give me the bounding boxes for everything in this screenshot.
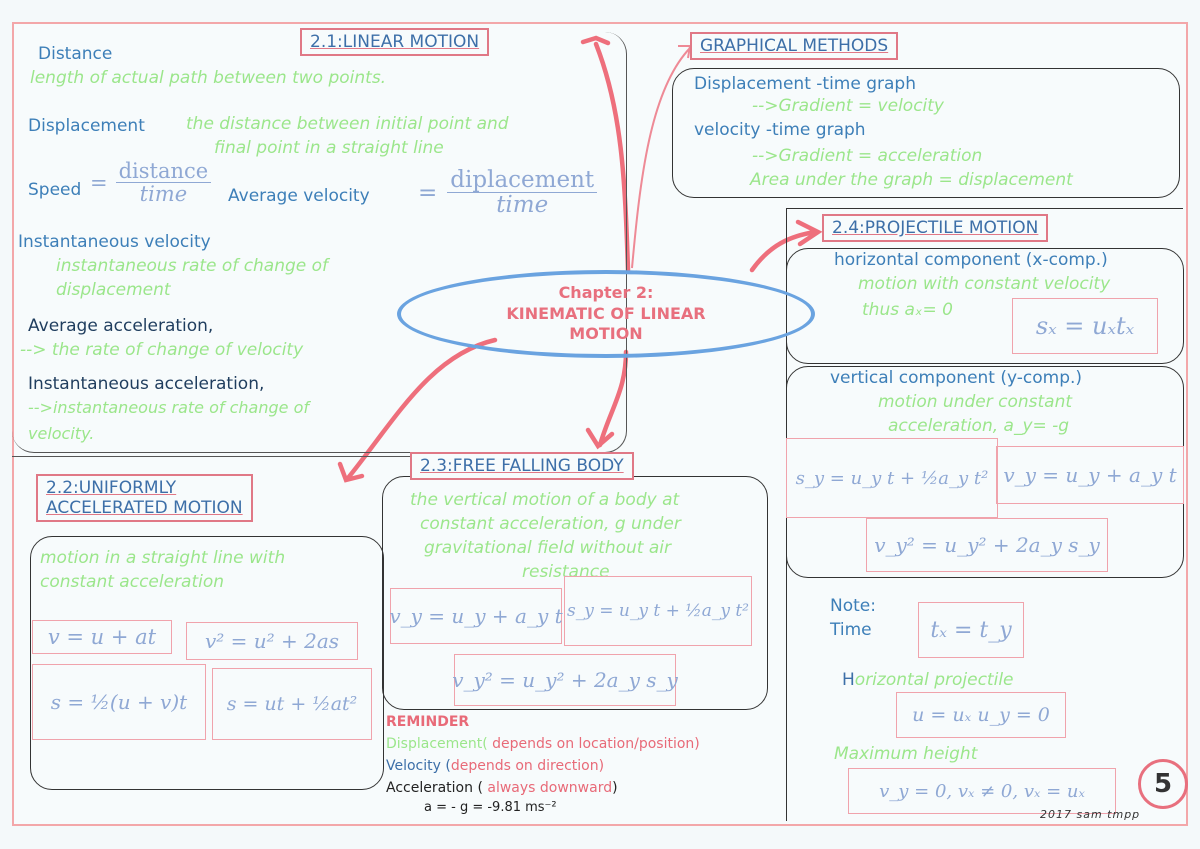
reminder-displacement-note: depends on location/position) bbox=[487, 736, 700, 752]
uniformly-accelerated-title-2: ACCELERATED MOTION bbox=[46, 498, 243, 518]
horizontal-projectile-label: Horizontal projectile bbox=[842, 670, 1014, 690]
time-label: Time bbox=[830, 620, 872, 640]
reminder-velocity-note: depends on direction) bbox=[450, 758, 605, 774]
arrow-to-graphical-methods bbox=[631, 47, 691, 269]
free-fall-displacement-equation: s_y = u_y t + ½a_y t² bbox=[564, 576, 752, 646]
arrow-to-projectile-head bbox=[795, 219, 823, 247]
reminder-acceleration-note: always downward bbox=[487, 780, 613, 796]
gravity-value: a = - g = -9.81 ms⁻² bbox=[424, 800, 557, 815]
free-fall-def-3: gravitational field without air bbox=[424, 538, 671, 558]
velocity-time-graph-label: velocity -time graph bbox=[694, 120, 866, 140]
equation-v-u-at: v = u + at bbox=[32, 620, 172, 654]
horizontal-acceleration-zero: thus aₓ= 0 bbox=[862, 300, 953, 320]
projectile-motion-title: 2.4:PROJECTILE MOTION bbox=[822, 214, 1049, 242]
vertical-velocity-squared-equation: v_y² = u_y² + 2a_y s_y bbox=[866, 518, 1108, 572]
vertical-component-label: vertical component (y-comp.) bbox=[830, 368, 1083, 388]
vertical-displacement-equation: s_y = u_y t + ½a_y t² bbox=[786, 438, 998, 518]
reminder-acceleration-close: ) bbox=[612, 780, 618, 796]
free-fall-velocity-equation: v_y = u_y + a_y t bbox=[389, 588, 563, 644]
instantaneous-acceleration-def-2: velocity. bbox=[28, 424, 95, 443]
chapter-label: Chapter 2: bbox=[558, 282, 654, 302]
equation-s-half-u-v-t: s = ½(u + v)t bbox=[32, 664, 206, 740]
horizontal-projectile-equation: u = uₓ u_y = 0 bbox=[896, 692, 1066, 738]
instantaneous-velocity-def-1: instantaneous rate of change of bbox=[56, 256, 329, 276]
author-signature: 2017 sam tmpp bbox=[1040, 808, 1141, 821]
horizontal-displacement-equation: sₓ = uₓtₓ bbox=[1012, 298, 1158, 354]
area-under-graph: Area under the graph = displacement bbox=[750, 170, 1073, 190]
reminder-displacement-term: Displacement( bbox=[386, 736, 488, 752]
instantaneous-acceleration-def-1: -->instantaneous rate of change of bbox=[28, 398, 309, 417]
distance-label: Distance bbox=[38, 44, 113, 64]
section-divider bbox=[12, 456, 412, 457]
arrow-to-uniformly-accelerated-head bbox=[337, 461, 365, 483]
page-number-badge: 5 bbox=[1138, 759, 1188, 809]
chapter-title-ellipse: Chapter 2: KINEMATIC OF LINEAR MOTION bbox=[397, 270, 815, 358]
horizontal-projectile-rest: orizontal projectile bbox=[854, 670, 1014, 690]
reminder-velocity-term: Velocity ( bbox=[386, 758, 451, 774]
arrow-to-projectile bbox=[749, 229, 818, 273]
linear-motion-title: 2.1:LINEAR MOTION bbox=[300, 28, 490, 56]
equation-v2-u2-2as: v² = u² + 2as bbox=[186, 622, 358, 660]
reminder-velocity: Velocity (depends on direction) bbox=[386, 758, 604, 774]
instantaneous-acceleration-label: Instantaneous acceleration, bbox=[28, 374, 265, 394]
free-fall-def-4: resistance bbox=[522, 562, 610, 582]
uniformly-accelerated-def-1: motion in a straight line with bbox=[40, 548, 286, 568]
displacement-definition-1: the distance between initial point and bbox=[186, 114, 509, 134]
chapter-title-line-2: MOTION bbox=[569, 324, 643, 344]
distance-definition: length of actual path between two points… bbox=[30, 68, 387, 88]
arrow-to-linear-motion-head bbox=[580, 35, 611, 46]
reminder-displacement: Displacement( depends on location/positi… bbox=[386, 736, 700, 752]
free-fall-velocity-squared-equation: v_y² = u_y² + 2a_y s_y bbox=[452, 654, 678, 706]
maximum-height-label: Maximum height bbox=[834, 744, 978, 764]
free-falling-body-title: 2.3:FREE FALLING BODY bbox=[410, 452, 634, 480]
displacement-time-gradient: -->Gradient = velocity bbox=[752, 96, 944, 116]
free-fall-def-2: constant acceleration, g under bbox=[420, 514, 681, 534]
note-label: Note: bbox=[830, 596, 876, 616]
displacement-definition-2: final point in a straight line bbox=[214, 138, 444, 158]
velocity-time-gradient: -->Gradient = acceleration bbox=[752, 146, 983, 166]
vertical-component-def-2: acceleration, a_y= -g bbox=[888, 416, 1070, 436]
vertical-velocity-equation: v_y = u_y + a_y t bbox=[996, 446, 1184, 504]
arrow-to-free-fall bbox=[597, 349, 629, 448]
uniformly-accelerated-def-2: constant acceleration bbox=[40, 572, 225, 592]
reminder-acceleration-term: Acceleration ( bbox=[386, 780, 488, 796]
displacement-label: Displacement bbox=[28, 116, 145, 136]
graphical-methods-panel bbox=[672, 68, 1180, 198]
avg-velocity-denominator: time bbox=[496, 192, 549, 219]
reminder-acceleration: Acceleration ( always downward) bbox=[386, 780, 618, 796]
average-acceleration-label: Average acceleration, bbox=[28, 316, 214, 336]
horizontal-component-label: horizontal component (x-comp.) bbox=[834, 250, 1108, 270]
average-acceleration-def: --> the rate of change of velocity bbox=[20, 340, 304, 360]
equation-s-ut-half-at2: s = ut + ½at² bbox=[212, 668, 372, 740]
displacement-time-graph-label: Displacement -time graph bbox=[694, 74, 916, 94]
uniformly-accelerated-panel bbox=[30, 536, 384, 790]
speed-label: Speed bbox=[28, 180, 82, 200]
uniformly-accelerated-title: 2.2:UNIFORMLY ACCELERATED MOTION bbox=[36, 474, 253, 522]
uniformly-accelerated-title-1: 2.2:UNIFORMLY bbox=[46, 478, 177, 498]
maximum-height-equation: v_y = 0, vₓ ≠ 0, vₓ = uₓ bbox=[848, 768, 1116, 814]
free-fall-def-1: the vertical motion of a body at bbox=[410, 490, 680, 510]
time-equality-equation: tₓ = t_y bbox=[918, 602, 1024, 658]
speed-numerator: distance bbox=[115, 160, 212, 184]
reminder-title: REMINDER bbox=[386, 714, 470, 730]
instantaneous-velocity-def-2: displacement bbox=[56, 280, 171, 300]
speed-denominator: time bbox=[139, 182, 188, 207]
horizontal-projectile-initial: H bbox=[842, 670, 855, 690]
avg-velocity-numerator: diplacement bbox=[447, 168, 598, 194]
graphical-methods-title: GRAPHICAL METHODS bbox=[690, 32, 899, 60]
vertical-component-def-1: motion under constant bbox=[878, 392, 1073, 412]
chapter-title-line-1: KINEMATIC OF LINEAR bbox=[506, 303, 706, 323]
linear-motion-panel bbox=[12, 32, 627, 453]
horizontal-component-def: motion with constant velocity bbox=[858, 274, 1111, 294]
average-velocity-label: Average velocity bbox=[228, 186, 370, 206]
instantaneous-velocity-label: Instantaneous velocity bbox=[18, 232, 211, 252]
